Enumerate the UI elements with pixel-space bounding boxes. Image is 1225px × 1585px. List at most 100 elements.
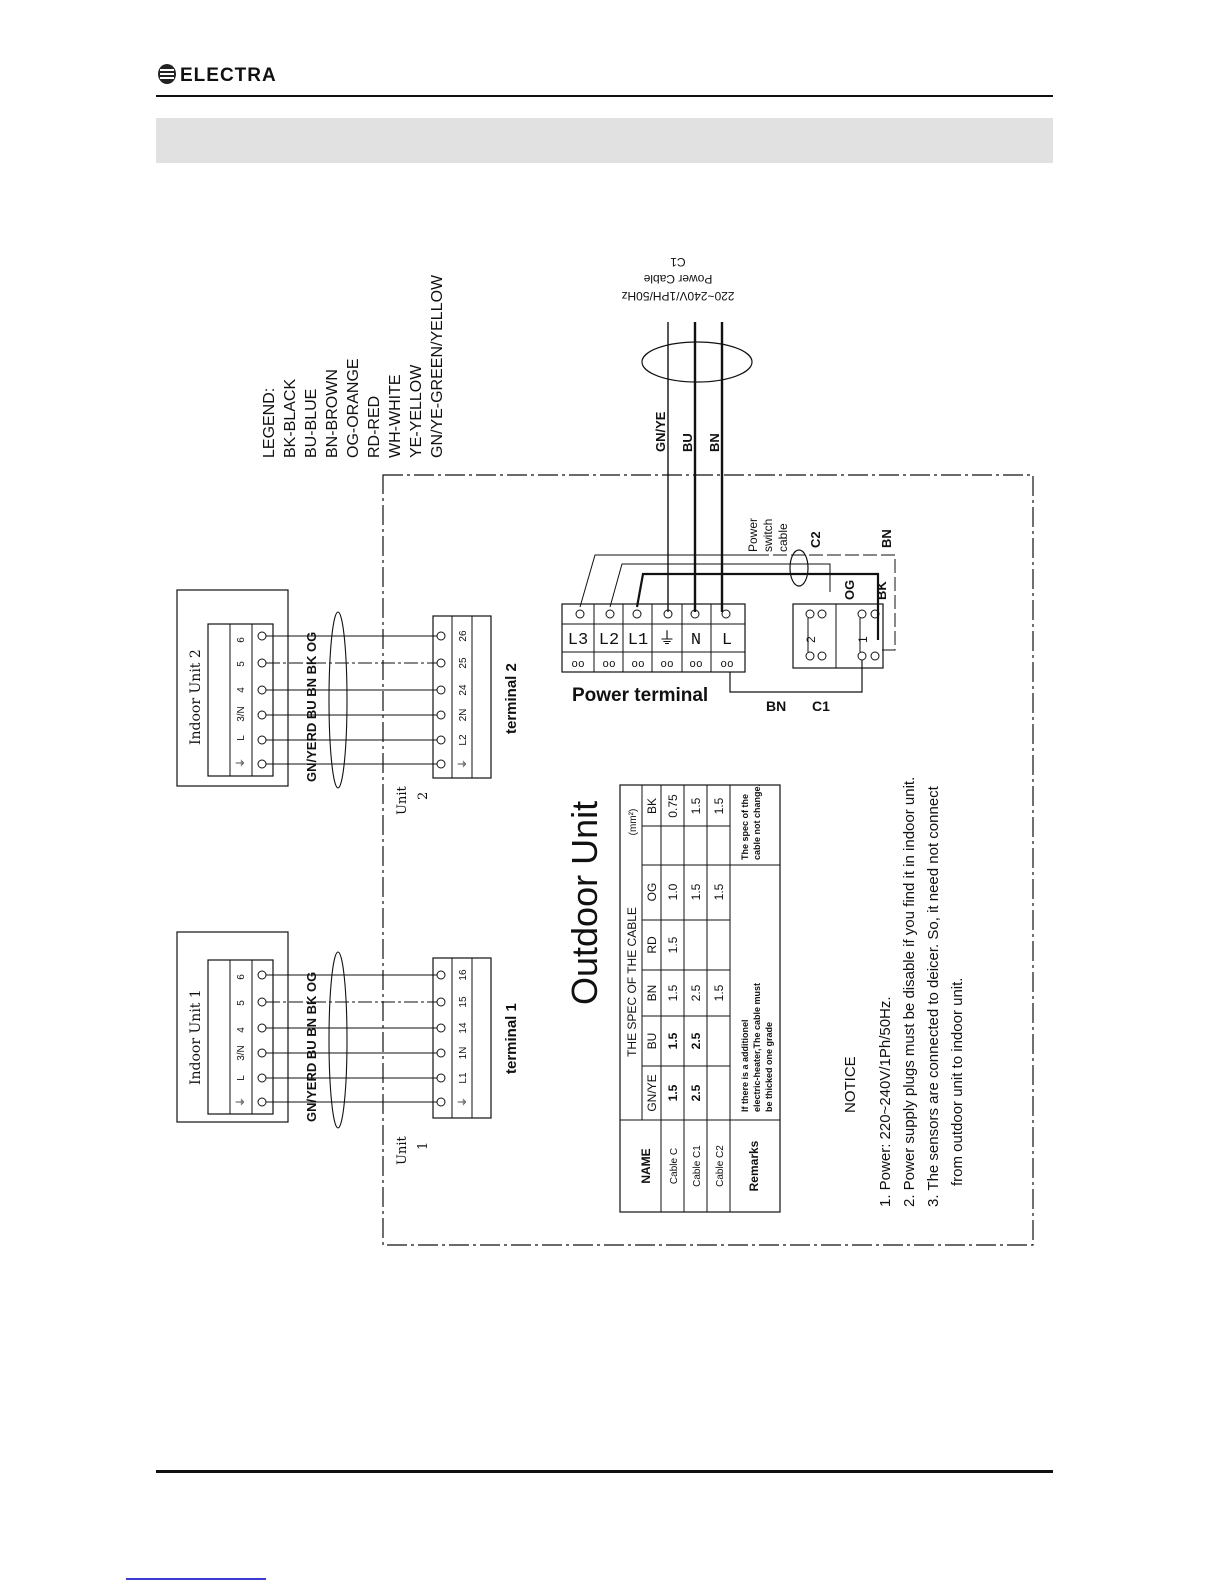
spec-remarks-label: Remarks bbox=[747, 1140, 761, 1191]
legend-item: BU-BLUE bbox=[303, 389, 320, 458]
spec-table-unit: (mm²) bbox=[628, 809, 639, 836]
switch-pin-label: 1 bbox=[856, 636, 870, 643]
footer-rule bbox=[156, 1470, 1053, 1473]
power-wire-labels: GN/YE BU BN bbox=[653, 411, 722, 452]
brand-logo: ELECTRA bbox=[156, 62, 291, 86]
spec-cell: 1.5 bbox=[689, 797, 703, 814]
terminal-screw bbox=[575, 609, 585, 619]
legend-item: BK-BLACK bbox=[282, 379, 299, 458]
indoor-wire-labels: GN/YERD BU BN BK OG bbox=[304, 972, 319, 1122]
terminal-pin-label: 16 bbox=[458, 969, 469, 981]
terminal-label: terminal 2 bbox=[503, 663, 520, 734]
legend-title: LEGEND: bbox=[261, 388, 278, 458]
power-pin-label: L3 bbox=[568, 631, 588, 650]
unit-pin-label: 4 bbox=[236, 687, 247, 693]
spec-cell: 1.5 bbox=[712, 883, 726, 900]
spec-row-name: Cable C bbox=[669, 1148, 680, 1184]
legend: LEGEND: BK-BLACK BU-BLUE BN-BROWN OG-ORA… bbox=[261, 274, 446, 458]
wire-l1 bbox=[635, 572, 880, 640]
spec-cell: 1.5 bbox=[666, 936, 680, 953]
switch-label-line: cable bbox=[776, 523, 790, 552]
spec-table-title: THE SPEC OF THE CABLE bbox=[625, 907, 639, 1057]
spec-name-header: NAME bbox=[639, 1148, 653, 1183]
earth-icon: ⏚ bbox=[457, 1097, 469, 1107]
spec-cell: 1.5 bbox=[712, 984, 726, 1001]
spec-remark-line: cable not change. bbox=[752, 784, 762, 860]
svg-text:oo: oo bbox=[571, 659, 584, 671]
power-cable-label: Power Cable bbox=[643, 272, 712, 286]
c1-wire-label: BN bbox=[766, 698, 786, 714]
wire-label-bu: BU bbox=[680, 433, 695, 452]
legend-item: WH-WHITE bbox=[387, 374, 404, 458]
svg-text:oo: oo bbox=[631, 659, 644, 671]
spec-column-header: BN bbox=[645, 985, 659, 1002]
wire-l2 bbox=[609, 563, 831, 608]
terminal-pin-label: L1 bbox=[458, 1072, 469, 1084]
unit-pin-label: 4 bbox=[236, 1027, 247, 1033]
terminal-screw bbox=[721, 609, 731, 619]
spec-cell: 1.5 bbox=[666, 1084, 680, 1101]
earth-icon: ⏚ bbox=[457, 759, 469, 769]
switch-block: 2 1 OG BK bbox=[792, 580, 889, 669]
wire-label-bn: BN bbox=[707, 433, 722, 452]
power-terminal-frame bbox=[561, 603, 746, 673]
spec-cell: 1.5 bbox=[712, 797, 726, 814]
power-pin-label: L bbox=[722, 631, 732, 650]
spec-column-header: BK bbox=[645, 798, 659, 814]
spec-cell: 1.5 bbox=[666, 984, 680, 1001]
unit-pin-label: L bbox=[236, 1075, 247, 1081]
power-pin-label: L2 bbox=[599, 631, 619, 650]
c1-cable-label: C1 bbox=[812, 698, 830, 714]
terminal-pin-label: 1N bbox=[458, 1047, 469, 1060]
footer-link-underline bbox=[126, 1578, 266, 1580]
terminal-screw bbox=[605, 609, 615, 619]
wire-l3 bbox=[579, 554, 755, 608]
spec-column-header: OG bbox=[645, 883, 659, 902]
earth-icon: ⏚ bbox=[659, 630, 676, 650]
wire-label-gnye: GN/YE bbox=[653, 411, 668, 452]
unit-label: 2 bbox=[416, 792, 431, 800]
power-cable-id: C1 bbox=[670, 255, 686, 269]
spec-cell: 1.5 bbox=[689, 883, 703, 900]
legend-item: OG-ORANGE bbox=[345, 358, 362, 458]
legend-item: RD-RED bbox=[366, 396, 383, 458]
unit-pin-label: 3/N bbox=[236, 1045, 247, 1061]
indoor-unit-2: Indoor Unit 2 ⏚ L 3/N 4 5 6 GN/YERD BU B… bbox=[176, 589, 520, 815]
switch-label-line: switch bbox=[761, 519, 775, 552]
svg-text:oo: oo bbox=[720, 659, 733, 671]
spec-cell: 0.75 bbox=[666, 794, 680, 818]
spec-remark-line: If there is a additionel bbox=[740, 1019, 750, 1112]
power-pin-label: L1 bbox=[628, 631, 648, 650]
switch-label-line: Power bbox=[746, 518, 760, 552]
switch-wire-og: OG bbox=[842, 580, 857, 600]
notice: NOTICE 1. Power: 220~240V/1Ph/50Hz. 2. P… bbox=[842, 777, 966, 1207]
notice-title: NOTICE bbox=[842, 1056, 859, 1113]
svg-text:oo: oo bbox=[660, 659, 673, 671]
terminal-pin-label: L2 bbox=[458, 734, 469, 746]
wire-bn-switch bbox=[755, 554, 896, 651]
terminal-pin-label: 24 bbox=[458, 684, 469, 696]
spec-remark-line: be thicked one grade bbox=[764, 1022, 774, 1112]
notice-item: 1. Power: 220~240V/1Ph/50Hz. bbox=[877, 996, 894, 1207]
spec-cell: 1.5 bbox=[666, 1032, 680, 1049]
spec-column-header: BU bbox=[645, 1033, 659, 1050]
spec-cell: 2.5 bbox=[689, 984, 703, 1001]
unit-pin-label: 6 bbox=[236, 637, 247, 643]
svg-text:oo: oo bbox=[689, 659, 702, 671]
power-terminal: L3 L2 L1 ⏚ N L oo oo oo oo oo oo Power t… bbox=[561, 603, 746, 706]
spec-cell: 2.5 bbox=[689, 1032, 703, 1049]
power-cable-labels: 220~240V/1PH/50Hz Power Cable C1 bbox=[621, 255, 734, 303]
switch-pin-label: 2 bbox=[804, 636, 818, 643]
unit-pin-label: 3/N bbox=[236, 706, 247, 722]
unit-label: Unit bbox=[395, 786, 410, 815]
terminal-label: terminal 1 bbox=[503, 1003, 520, 1074]
unit-pin-label: 5 bbox=[236, 661, 247, 667]
power-pin-label: N bbox=[691, 631, 701, 650]
spec-remark-line: electric-heater,The cable must bbox=[752, 983, 762, 1112]
notice-item: 3. The sensors are connected to deicer. … bbox=[925, 785, 942, 1207]
cable-spec-table: THE SPEC OF THE CABLE (mm²) NAME GN/YE B… bbox=[619, 784, 781, 1213]
terminal-screw bbox=[690, 609, 700, 619]
earth-icon: ⏚ bbox=[235, 1097, 247, 1107]
notice-item: from outdoor unit to indoor unit. bbox=[949, 978, 966, 1186]
switch-wire-bk: BK bbox=[874, 581, 889, 600]
